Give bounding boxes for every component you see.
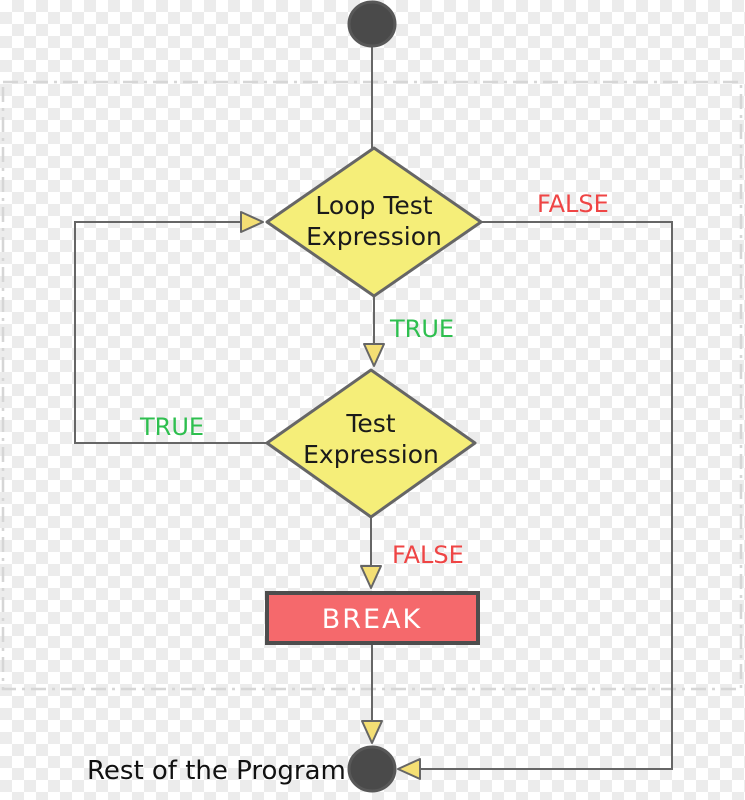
decision-loop-test-expression xyxy=(265,146,483,298)
break-label: BREAK xyxy=(322,604,423,635)
arrowhead-into-end-vertical-icon xyxy=(361,720,383,744)
loop-test-label-line2: Expression xyxy=(306,222,442,251)
start-node xyxy=(347,0,397,48)
edge-label-test-false: FALSE xyxy=(392,541,464,569)
end-node xyxy=(347,745,397,793)
test-label-line1: Test xyxy=(345,409,395,438)
decision-test-expression xyxy=(265,368,477,519)
edge-false-to-end xyxy=(403,221,673,770)
edge-label-loop-test-false: FALSE xyxy=(537,190,609,218)
rest-of-program-caption: Rest of the Program xyxy=(87,756,346,786)
arrowhead-into-end-horizontal-icon xyxy=(397,758,421,780)
break-node xyxy=(265,591,480,645)
edge-label-test-true: TRUE xyxy=(139,413,204,441)
loop-test-label-line1: Loop Test xyxy=(315,191,432,220)
arrowhead-into-loop-test-icon xyxy=(240,211,264,233)
arrowhead-into-break-icon xyxy=(360,565,382,589)
edge-label-loop-test-true: TRUE xyxy=(389,315,454,343)
test-label-line2: Expression xyxy=(303,440,439,469)
edge-true-loop-back xyxy=(74,221,267,444)
arrowhead-into-test-icon xyxy=(363,343,385,367)
